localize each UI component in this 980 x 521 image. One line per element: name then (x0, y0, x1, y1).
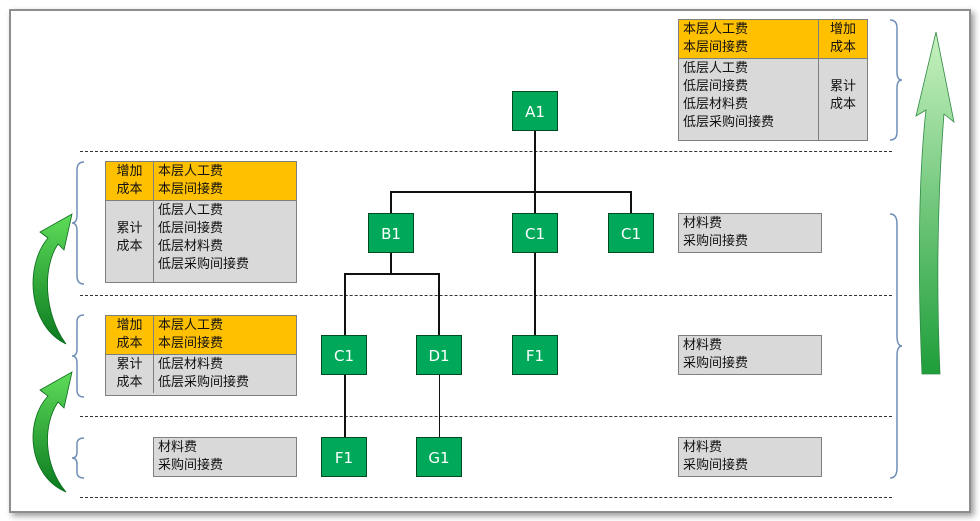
material-item: 采购间接费 (683, 234, 749, 249)
added-item: 本层人工费 (158, 164, 224, 179)
added-cost-label: 增加 成本 (106, 162, 154, 200)
node-g1: G1 (416, 437, 462, 477)
connector-d1-to-g1 (439, 375, 440, 437)
connector-c1-mid-up (534, 191, 536, 213)
cumulative-item: 低层采购间接费 (683, 115, 775, 130)
connector-b1-up (390, 191, 392, 213)
cumulative-item: 低层人工费 (683, 61, 749, 76)
material-item: 采购间接费 (158, 458, 224, 473)
connector-level1-bus (390, 191, 632, 193)
node-c1-low: C1 (321, 335, 367, 375)
material-items: 材料费 采购间接费 (679, 214, 821, 252)
added-items: 本层人工费 本层间接费 (679, 20, 819, 58)
level-divider-2 (80, 295, 892, 296)
node-a1: A1 (512, 91, 558, 131)
label-line: 成本 (829, 40, 856, 55)
material-item: 采购间接费 (683, 356, 749, 371)
cumulative-cost-label: 累计 成本 (819, 59, 867, 141)
material-item: 材料费 (683, 216, 723, 231)
cumulative-item: 低层材料费 (158, 357, 224, 372)
level-divider-1 (80, 151, 892, 152)
connector-a1-down (534, 131, 536, 192)
cumulative-cost-label: 累计 成本 (106, 355, 154, 393)
cumulative-items: 低层材料费 低层采购间接费 (154, 355, 296, 393)
connector-b1-down (390, 253, 392, 274)
right-cost-box-level3: 材料费 采购间接费 (678, 335, 822, 375)
material-items: 材料费 采购间接费 (679, 336, 821, 374)
label-line: 增加 (116, 164, 143, 179)
label-line: 成本 (116, 239, 143, 254)
left-cost-box-level3: 增加 成本 本层人工费 本层间接费 累计 成本 低层材料费 低层采购间接费 (105, 315, 297, 396)
cumulative-item: 低层间接费 (683, 79, 749, 94)
left-cost-box-level4: 材料费 采购间接费 (153, 437, 297, 477)
label-line: 累计 (116, 221, 143, 236)
added-item: 本层间接费 (158, 182, 224, 197)
connector-c1-mid-to-f1 (534, 253, 536, 335)
material-item: 材料费 (683, 338, 723, 353)
node-c1-mid: C1 (512, 213, 558, 253)
level-divider-4 (80, 497, 892, 498)
label-line: 累计 (116, 357, 143, 372)
cumulative-items: 低层人工费 低层间接费 低层材料费 低层采购间接费 (154, 201, 296, 283)
label-line: 成本 (116, 182, 143, 197)
label-line: 成本 (829, 97, 856, 112)
right-brace-lower (889, 213, 903, 479)
material-item: 采购间接费 (683, 458, 749, 473)
label-line: 增加 (829, 22, 856, 37)
added-items: 本层人工费 本层间接费 (154, 316, 296, 354)
node-c1-right: C1 (608, 213, 654, 253)
connector-c1-right-up (630, 191, 632, 213)
label-line: 累计 (829, 79, 856, 94)
added-items: 本层人工费 本层间接费 (154, 162, 296, 200)
material-item: 材料费 (158, 440, 198, 455)
left-brace-level2 (71, 161, 85, 285)
cumulative-item: 低层采购间接费 (158, 257, 250, 272)
left-cost-box-level2: 增加 成本 本层人工费 本层间接费 累计 成本 低层人工费 低层间接费 低层材料… (105, 161, 297, 283)
material-item: 材料费 (683, 440, 723, 455)
material-items: 材料费 采购间接费 (154, 438, 296, 476)
node-b1: B1 (368, 213, 414, 253)
added-item: 本层人工费 (683, 22, 749, 37)
right-cost-box-level2: 材料费 采购间接费 (678, 213, 822, 253)
large-arrow-up-icon (915, 31, 955, 375)
cumulative-items: 低层人工费 低层间接费 低层材料费 低层采购间接费 (679, 59, 819, 141)
connector-c1-low-up (344, 273, 346, 335)
label-line: 成本 (116, 375, 143, 390)
node-d1: D1 (416, 335, 462, 375)
added-item: 本层间接费 (158, 336, 224, 351)
label-line: 增加 (116, 318, 143, 333)
cumulative-item: 低层人工费 (158, 203, 224, 218)
left-brace-level3 (71, 314, 85, 398)
top-right-cost-box: 本层人工费 本层间接费 增加 成本 低层人工费 低层间接费 低层材料费 低层采购… (678, 19, 868, 141)
right-cost-box-level4: 材料费 采购间接费 (678, 437, 822, 477)
node-f1-low: F1 (321, 437, 367, 477)
added-cost-label: 增加 成本 (819, 20, 867, 58)
cumulative-item: 低层材料费 (158, 239, 224, 254)
cumulative-item: 低层材料费 (683, 97, 749, 112)
label-line: 成本 (116, 336, 143, 351)
node-f1-mid: F1 (512, 335, 558, 375)
cumulative-item: 低层间接费 (158, 221, 224, 236)
added-item: 本层间接费 (683, 40, 749, 55)
connector-d1-up (438, 273, 440, 335)
cumulative-item: 低层采购间接费 (158, 375, 250, 390)
left-brace-level4 (71, 437, 85, 479)
level-divider-3 (80, 416, 892, 417)
cumulative-cost-label: 累计 成本 (106, 201, 154, 283)
right-brace-top (889, 19, 903, 141)
material-items: 材料费 采购间接费 (679, 438, 821, 476)
added-item: 本层人工费 (158, 318, 224, 333)
connector-level2-bus (344, 273, 440, 275)
curved-arrow-up-icon (32, 371, 73, 493)
connector-c1-low-to-f1 (344, 375, 346, 437)
curved-arrow-up-icon (32, 213, 73, 345)
added-cost-label: 增加 成本 (106, 316, 154, 354)
